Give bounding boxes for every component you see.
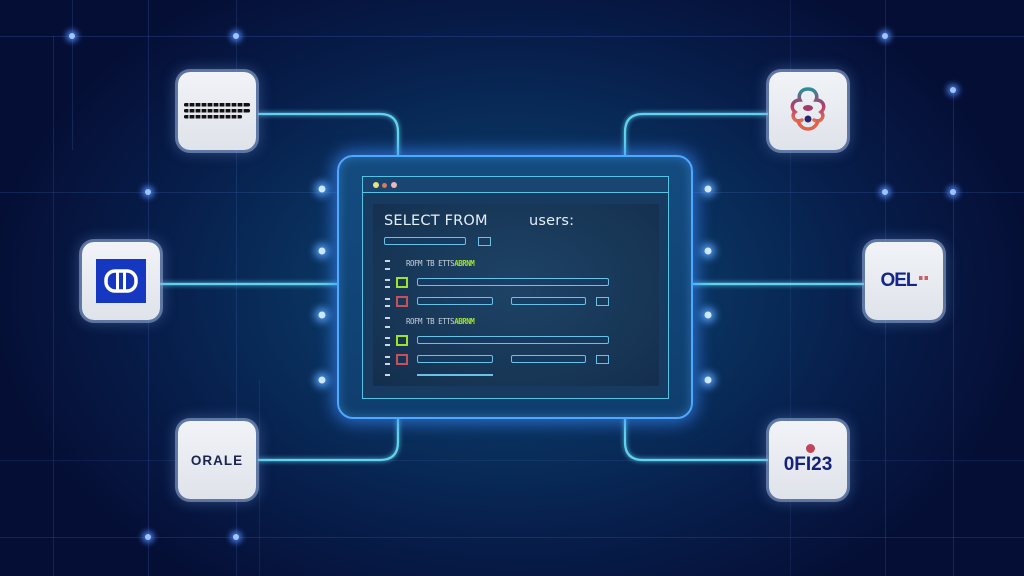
oel-logo-text: OEL <box>880 270 917 291</box>
node-bottom-left[interactable]: ORALE <box>178 421 256 499</box>
status-ok-checkbox[interactable] <box>396 277 408 288</box>
result-divider <box>417 374 493 376</box>
result-field <box>417 355 493 363</box>
window-control-pink-icon[interactable] <box>391 182 397 188</box>
oel-logo-dots <box>918 276 928 280</box>
dotted-lines-logo-icon <box>184 103 250 119</box>
window-titlebar <box>363 177 668 193</box>
blue-square-db-logo-icon <box>96 259 146 303</box>
result-field <box>417 336 609 344</box>
status-error-checkbox[interactable] <box>396 296 408 307</box>
result-field <box>511 297 586 305</box>
sql-client-window: SELECT FROM users: ROFM TB ETTSABRNM ROF… <box>362 176 669 399</box>
node-mid-left[interactable] <box>82 242 160 320</box>
query-keyword: SELECT FROM <box>384 213 488 229</box>
query-panel: SELECT FROM users: ROFM TB ETTSABRNM ROF… <box>373 204 659 386</box>
result-field <box>417 278 609 286</box>
result-action-button[interactable] <box>596 297 609 306</box>
node-top-right[interactable] <box>769 72 847 150</box>
query-input-bar[interactable] <box>384 237 466 245</box>
logo-accent-dot <box>805 444 815 453</box>
result-group-label: ROFM TB ETTSABRNM <box>406 259 475 268</box>
ofi23-logo-text: 0FI23 <box>783 454 833 475</box>
result-field <box>511 355 586 363</box>
result-field <box>417 297 493 305</box>
cloud-knot-logo-icon <box>790 87 826 131</box>
query-run-button[interactable] <box>478 237 491 246</box>
node-bottom-right[interactable]: 0FI23 <box>769 421 847 499</box>
result-action-button[interactable] <box>596 355 609 364</box>
orale-logo-text: ORALE <box>190 452 244 468</box>
window-control-orange-icon[interactable] <box>382 182 387 188</box>
window-control-yellow-icon[interactable] <box>373 182 379 188</box>
node-top-left[interactable] <box>178 72 256 150</box>
status-ok-checkbox[interactable] <box>396 335 408 346</box>
node-mid-right[interactable]: OEL <box>865 242 943 320</box>
query-table: users: <box>529 213 575 229</box>
status-error-checkbox[interactable] <box>396 354 408 365</box>
result-group-label: ROFM TB ETTSABRNM <box>406 317 475 326</box>
